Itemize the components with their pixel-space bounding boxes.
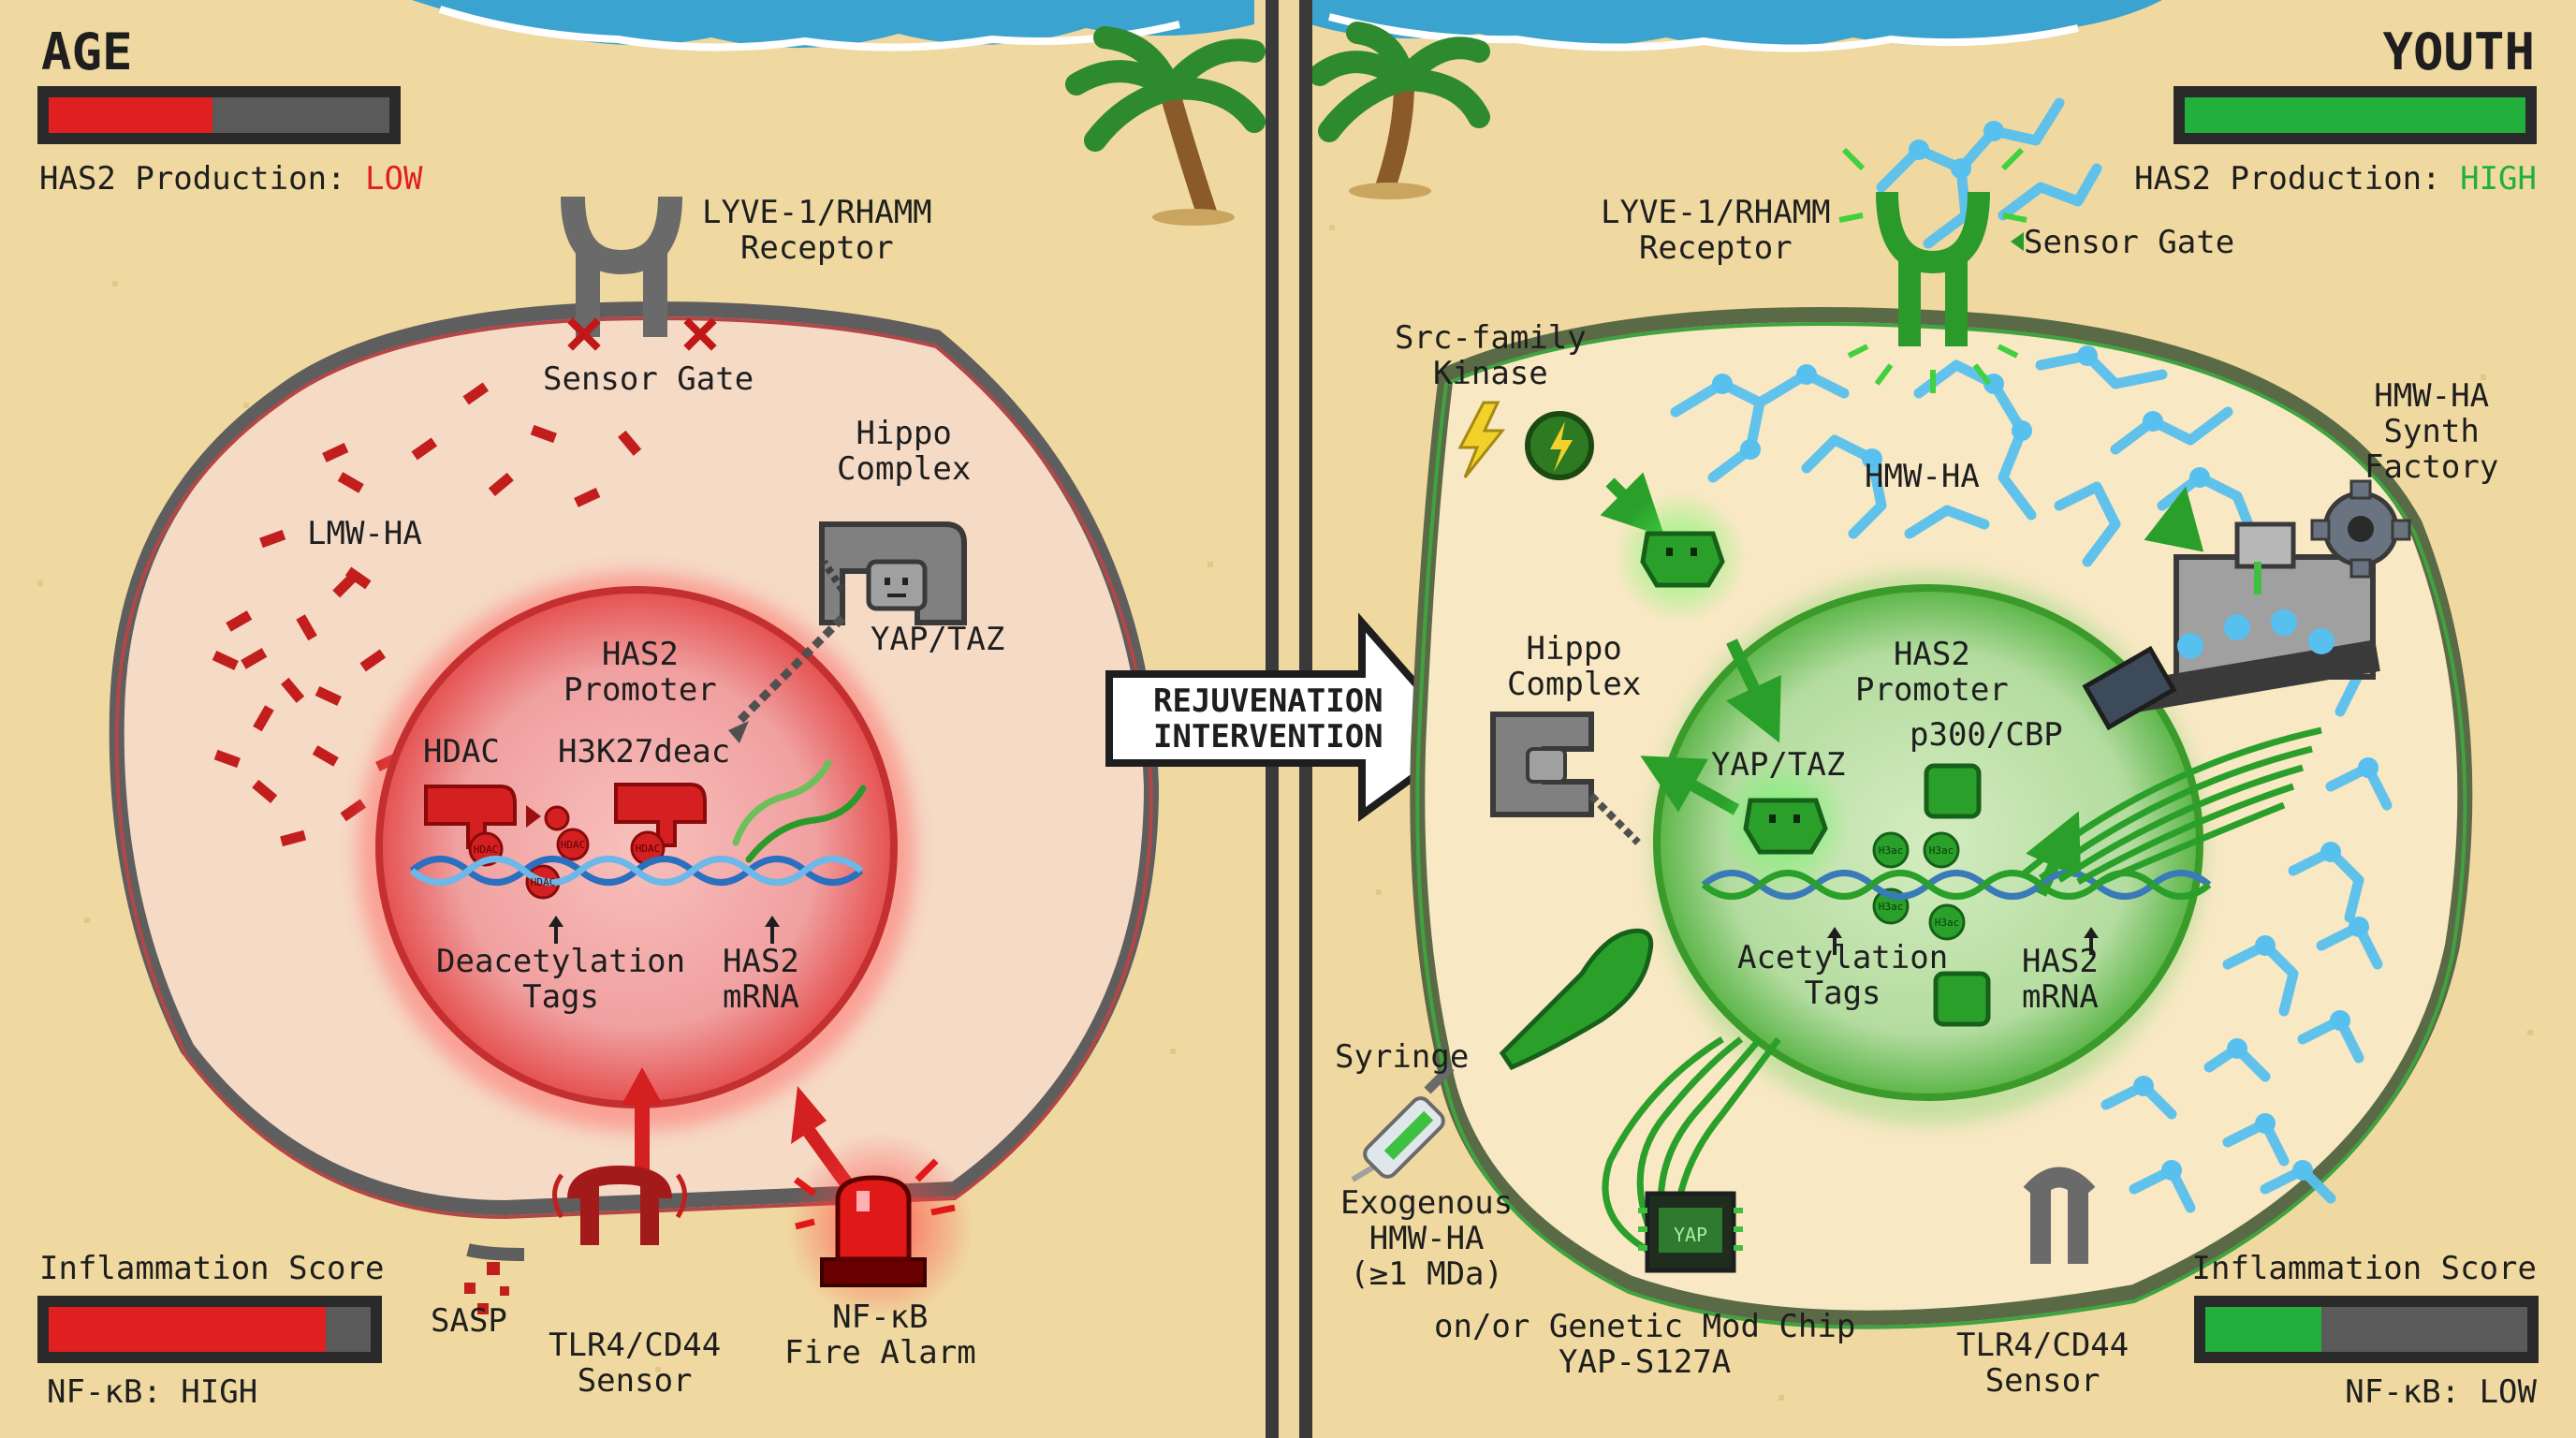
- youth-has2-production-label: HAS2 Production: HIGH: [2134, 161, 2537, 197]
- p300-cbp-protein: [1924, 763, 1991, 1027]
- youth-has2-meter: [2174, 86, 2537, 144]
- sand-dots: [37, 225, 2533, 1401]
- acetyl-tag-icons: [1872, 831, 1966, 941]
- hdac-protein: [424, 783, 707, 849]
- age-mrna: [732, 759, 867, 863]
- h3k27deac-label: H3K27deac: [558, 733, 731, 770]
- age-mrna-label: HAS2 mRNA: [723, 943, 799, 1016]
- active-yap-protein: [1615, 492, 1849, 889]
- hdac-tag-label-4: HDAC: [531, 876, 556, 888]
- nfkb-fire-alarm-label: NF-κB Fire Alarm: [784, 1299, 976, 1372]
- age-sensor-gate-label: Sensor Gate: [543, 360, 754, 398]
- tlr4-sensor-age: [552, 1165, 687, 1245]
- age-nfkb-status: NF-κB: HIGH: [47, 1373, 258, 1411]
- youth-hippo-complex: [1490, 712, 1641, 845]
- genetic-mod-chip-label: on/or Genetic Mod Chip YAP-S127A: [1434, 1308, 1856, 1381]
- hdac-small-arrow-icon: [526, 805, 541, 828]
- youth-promoter-label: HAS2 Promoter: [1855, 636, 2009, 709]
- age-inflammation-label: Inflammation Score: [39, 1250, 385, 1287]
- youth-inflammation-meter: [2194, 1296, 2539, 1363]
- acetyl-tag-label-2: H3ac: [1929, 844, 1954, 857]
- sasp-label: SASP: [431, 1302, 507, 1340]
- src-kinase-icon: [1525, 411, 1594, 480]
- youth-hippo-label: Hippo Complex: [1507, 630, 1642, 703]
- chip-text: YAP: [1674, 1224, 1707, 1246]
- youth-sensor-gate-label: Sensor Gate: [2024, 224, 2235, 261]
- youth-nfkb-status: NF-κB: LOW: [2345, 1373, 2537, 1411]
- age-has2-production-label: HAS2 Production: LOW: [39, 161, 422, 197]
- youth-yap-taz-label: YAP/TAZ: [1711, 746, 1846, 784]
- sasp-fragments: [464, 1262, 509, 1314]
- gear-icon: [2310, 479, 2411, 579]
- acetylation-tags-label: Acetylation Tags: [1737, 939, 1949, 1012]
- lmw-ha-label: LMW-HA: [307, 515, 422, 552]
- palm-tree-left: [1065, 26, 1266, 226]
- age-tlr4-label: TLR4/CD44 Sensor: [549, 1327, 722, 1400]
- age-hippo-label: Hippo Complex: [837, 415, 972, 488]
- age-receptor-label: LYVE-1/RHAMM Receptor: [702, 194, 932, 267]
- age-up-arrow: [622, 1067, 663, 1180]
- acetyl-tag-label-4: H3ac: [1935, 917, 1960, 929]
- palm-tree-right: [1309, 22, 1490, 199]
- youth-panel-title: YOUTH: [2382, 22, 2535, 81]
- age-dna-helix: [409, 856, 864, 886]
- syringe-label: Syringe: [1335, 1038, 1470, 1076]
- factory-machine: [2082, 521, 2380, 731]
- syringe-icon: [1351, 1064, 1455, 1182]
- age-has2-label-text: HAS2 Production:: [39, 160, 346, 198]
- chip-icon: YAP: [1638, 1191, 1743, 1273]
- hdac-tag-icons: [468, 805, 666, 900]
- hmw-ha-label: HMW-HA: [1865, 458, 1980, 495]
- age-has2-level-text: LOW: [365, 160, 423, 198]
- acetyl-tag-label: H3ac: [1879, 844, 1904, 857]
- exogenous-ha-blob: [1499, 928, 1654, 1071]
- youth-mrna-strands: [2019, 726, 2322, 888]
- lmw-ha-fragments: [212, 382, 642, 847]
- age-promoter-label: HAS2 Promoter: [564, 636, 717, 709]
- tlr4-sensor-youth: [2023, 1167, 2096, 1264]
- youth-has2-level-text: HIGH: [2460, 160, 2537, 198]
- youth-inflammation-label: Inflammation Score: [2191, 1250, 2537, 1287]
- youth-receptor-label: LYVE-1/RHAMM Receptor: [1601, 194, 1831, 267]
- hdac-tag-label: HDAC: [561, 839, 586, 851]
- lightning-icon: [1457, 401, 1506, 478]
- age-small-arrows: [549, 916, 780, 944]
- age-receptor: [561, 196, 682, 337]
- rejuvenation-intervention-label: REJUVENATION INTERVENTION: [1153, 682, 1383, 756]
- age-hippo-complex: [728, 521, 967, 743]
- age-yap-taz-label: YAP/TAZ: [871, 621, 1005, 658]
- hdac-label: HDAC: [423, 733, 500, 770]
- src-kinase-label: Src-family Kinase: [1395, 319, 1587, 392]
- factory-label: HMW-HA Synth Factory: [2364, 377, 2499, 486]
- acetyl-tag-label-3: H3ac: [1879, 901, 1904, 913]
- hdac-tag-label-3: HDAC: [636, 843, 661, 855]
- deacetylation-tags-label: Deacetylation Tags: [436, 943, 686, 1016]
- sea: [412, 0, 2162, 52]
- hdac-tag-label-2: HDAC: [474, 844, 499, 856]
- p300-cbp-label: p300/CBP: [1910, 716, 2063, 754]
- sensor-gate-arrow-icon: [2011, 232, 2024, 251]
- nfkb-alarm-icon: [786, 1133, 973, 1320]
- youth-tlr4-label: TLR4/CD44 Sensor: [1956, 1327, 2130, 1400]
- youth-mrna-label: HAS2 mRNA: [2022, 943, 2099, 1016]
- blocked-x-icon: [567, 317, 717, 351]
- exogenous-hmw-ha-label: Exogenous HMW-HA (≥1 MDa): [1340, 1184, 1514, 1293]
- age-panel-title: AGE: [41, 22, 133, 81]
- youth-receptor: [1838, 147, 2027, 393]
- youth-has2-label-text: HAS2 Production:: [2134, 160, 2441, 198]
- youth-small-arrows: [1827, 927, 2099, 955]
- age-has2-meter: [37, 86, 401, 144]
- age-inflammation-meter: [37, 1296, 382, 1363]
